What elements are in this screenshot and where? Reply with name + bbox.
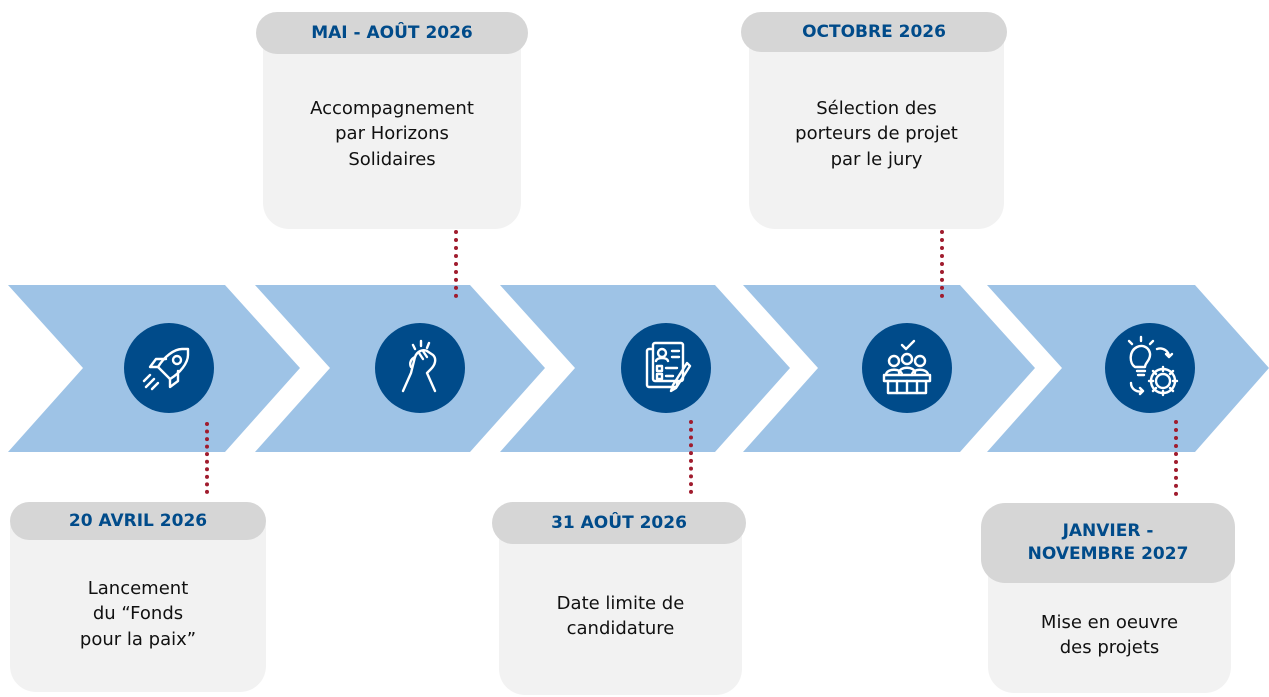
connector-step-2 xyxy=(454,222,458,298)
step-4-description: Sélection des porteurs de projet par le … xyxy=(795,98,958,170)
step-2-date: MAI - AOÛT 2026 xyxy=(256,12,528,54)
rocket-icon xyxy=(124,323,214,413)
step-4-date: OCTOBRE 2026 xyxy=(741,12,1007,52)
step-5-card: JANVIER - NOVEMBRE 2027 Mise en oeuvre d… xyxy=(981,503,1235,693)
connector-step-5 xyxy=(1174,420,1178,496)
connector-step-4 xyxy=(940,222,944,298)
step-3-card: 31 AOÛT 2026 Date limite de candidature xyxy=(492,502,746,695)
step-2-description: Accompagnement par Horizons Solidaires xyxy=(310,98,474,170)
step-3-date: 31 AOÛT 2026 xyxy=(492,502,746,544)
step-1-date: 20 AVRIL 2026 xyxy=(10,502,266,540)
step-4-card: OCTOBRE 2026 Sélection des porteurs de p… xyxy=(741,12,1007,229)
step-1-description: Lancement du “Fonds pour la paix” xyxy=(79,578,197,650)
jury-icon xyxy=(862,323,952,413)
step-5-description: Mise en oeuvre des projets xyxy=(1040,611,1179,658)
application-form-icon xyxy=(621,323,711,413)
handshake-icon xyxy=(375,323,465,413)
step-1-card: 20 AVRIL 2026 Lancement du “Fonds pour l… xyxy=(10,502,266,692)
connector-step-3 xyxy=(689,420,693,494)
connector-step-1 xyxy=(205,422,209,494)
idea-gears-icon xyxy=(1105,323,1195,413)
step-5-date: JANVIER - NOVEMBRE 2027 xyxy=(981,503,1235,583)
step-3-description: Date limite de candidature xyxy=(556,592,685,639)
step-2-card: MAI - AOÛT 2026 Accompagnement par Horiz… xyxy=(256,12,528,229)
